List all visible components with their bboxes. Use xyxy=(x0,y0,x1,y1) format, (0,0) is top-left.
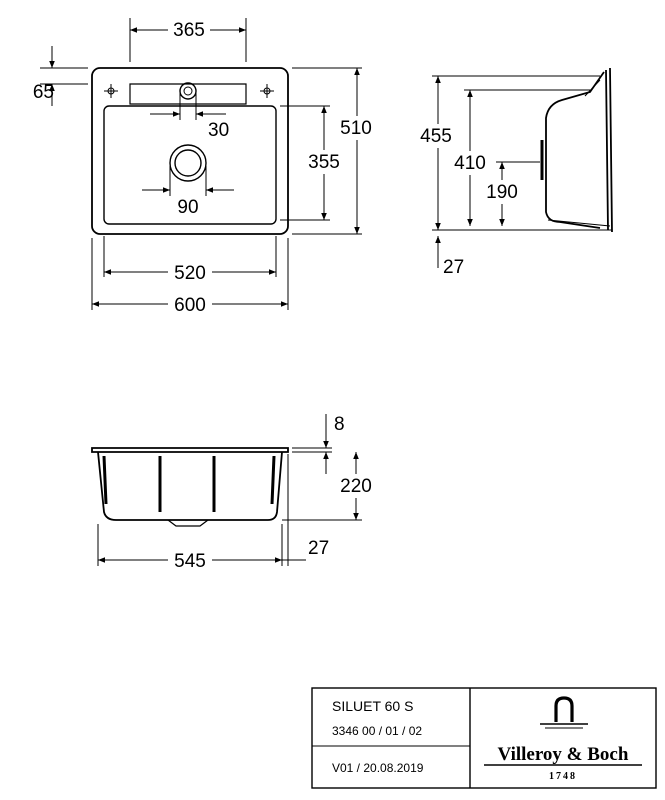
dim-355: 355 xyxy=(308,152,340,173)
dim-510: 510 xyxy=(340,118,372,139)
dim-220: 220 xyxy=(340,476,372,497)
tap-deck xyxy=(129,83,247,105)
dim-545: 545 xyxy=(174,551,206,572)
dim-8: 8 xyxy=(334,414,345,435)
fixing-mark-left xyxy=(104,84,118,98)
sink-outline xyxy=(91,67,289,235)
model-name: SILUET 60 S xyxy=(332,698,413,714)
version-date: V01 / 20.08.2019 xyxy=(332,761,424,775)
side-profile xyxy=(545,67,613,233)
dim-27-front: 27 xyxy=(308,538,329,559)
side-view xyxy=(540,67,613,233)
side-view-labels: 455 410 190 27 xyxy=(414,124,524,278)
front-rim xyxy=(91,447,289,453)
side-view-dimensions xyxy=(432,75,612,268)
dim-190: 190 xyxy=(486,182,518,203)
title-block: SILUET 60 S 3346 00 / 01 / 02 V01 / 20.0… xyxy=(311,687,657,789)
dim-410: 410 xyxy=(454,153,486,174)
brand-name: Villeroy & Boch xyxy=(498,744,629,765)
front-view xyxy=(91,447,289,527)
brand-logo-icon xyxy=(540,696,588,729)
tap-hole xyxy=(179,82,197,100)
front-bowl xyxy=(97,451,283,521)
dim-600: 600 xyxy=(174,295,206,316)
front-view-labels: 8 220 545 27 xyxy=(168,414,378,572)
dim-27-side: 27 xyxy=(443,257,464,278)
brand-year: 1748 xyxy=(549,771,577,782)
dim-30: 30 xyxy=(208,120,229,141)
top-view-labels: 365 65 30 510 355 90 520 600 xyxy=(33,18,378,316)
article-number: 3346 00 / 01 / 02 xyxy=(332,724,422,738)
dim-65: 65 xyxy=(33,82,54,103)
top-view xyxy=(91,67,289,235)
fixing-mark-right xyxy=(260,84,274,98)
drain-hole xyxy=(169,144,207,182)
dim-365: 365 xyxy=(173,20,205,41)
dim-520: 520 xyxy=(174,263,206,284)
bowl-outline xyxy=(103,105,277,225)
dim-455: 455 xyxy=(420,126,452,147)
dim-90: 90 xyxy=(177,197,198,218)
